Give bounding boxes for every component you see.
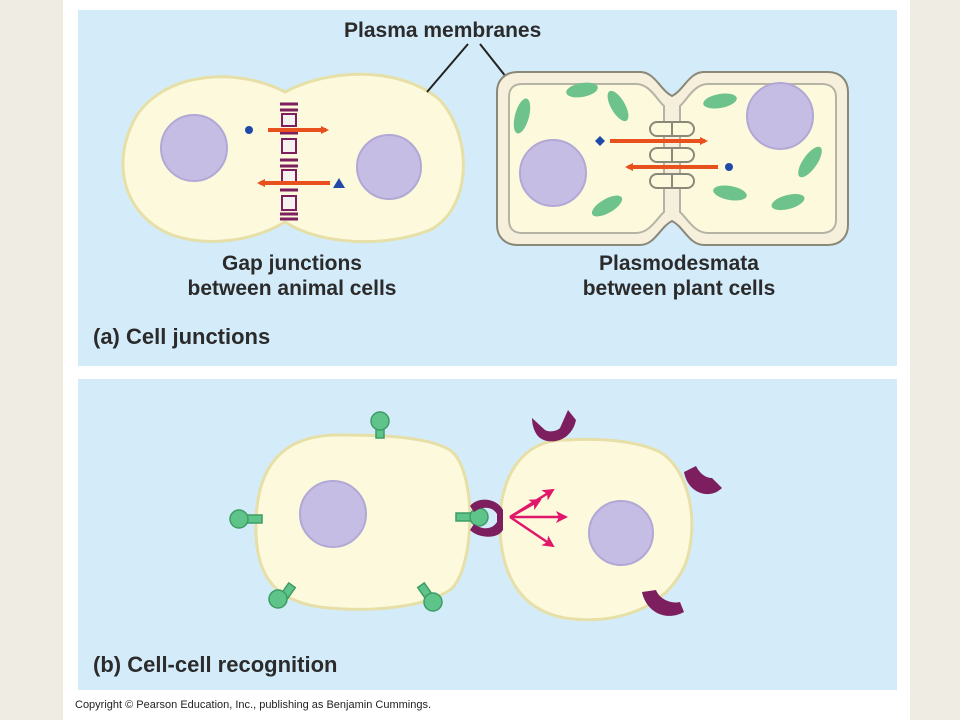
recognition-nucleus-left [299,480,367,548]
gap-junctions-line2: between animal cells [187,277,397,300]
receptor-proteins [470,410,722,616]
plasmodesmata-channels [649,121,695,189]
animal-nucleus-right [356,134,422,200]
small-molecule-triangle [333,178,345,188]
caption-cell-junctions: (a) Cell junctions [93,324,271,349]
small-molecule-dot-right [725,163,733,171]
animal-nucleus-left [160,114,228,182]
gap-junctions-label: Gap junctions between animal cells [150,251,434,301]
plant-cells [496,71,849,246]
glycoprotein-ligands [229,411,489,612]
small-molecule-diamond [595,136,605,146]
plasma-membranes-label: Plasma membranes [344,19,542,42]
small-molecule-dot [245,126,253,134]
signal-arrows [509,488,568,548]
plasmodesmata-line2: between plant cells [582,277,776,300]
animal-cells [121,72,465,244]
plasmodesmata-label: Plasmodesmata between plant cells [537,251,821,301]
plasmodesmata-line1: Plasmodesmata [599,252,759,275]
chloroplasts [513,82,822,217]
gap-junctions-line1: Gap junctions [221,252,362,275]
recognition-cells [229,410,722,622]
plant-nucleus-right [746,82,814,150]
gap-junction-channels [280,102,298,221]
caption-cell-cell-recognition: (b) Cell-cell recognition [93,652,338,677]
copyright-notice: Copyright © Pearson Education, Inc., pub… [75,699,432,711]
recognition-nucleus-right [588,500,654,566]
plant-nucleus-left [519,139,587,207]
